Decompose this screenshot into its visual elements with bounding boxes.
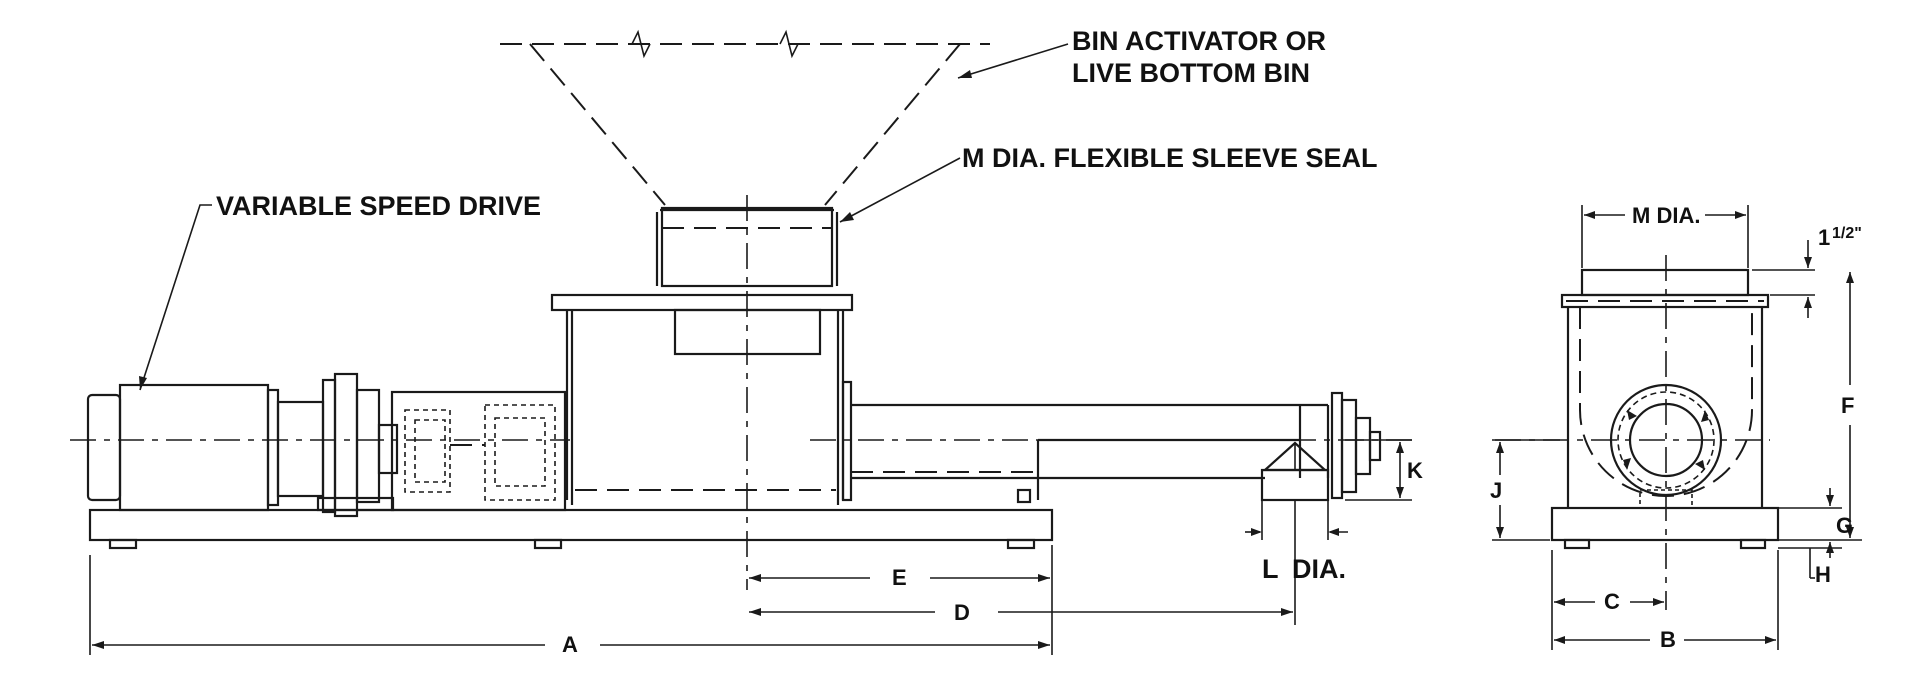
callout-drive-label: VARIABLE SPEED DRIVE xyxy=(216,191,541,221)
end-body xyxy=(1566,307,1764,509)
dim-a-label: A xyxy=(562,632,578,657)
dim-b-label: B xyxy=(1660,627,1676,652)
dim-j-label: J xyxy=(1490,478,1502,503)
callout-seal: M DIA. FLEXIBLE SLEEVE SEAL xyxy=(839,143,1378,223)
side-view: BIN ACTIVATOR OR LIVE BOTTOM BIN M DIA. … xyxy=(70,26,1423,657)
dim-one-half-whole: 1 xyxy=(1818,225,1830,250)
dim-f-label: F xyxy=(1841,393,1854,418)
end-sleeve xyxy=(1580,268,1750,297)
dim-b: B xyxy=(1554,550,1779,652)
dim-a: A xyxy=(89,545,1053,657)
coupling-guard xyxy=(390,390,567,512)
dim-m-dia-label: M DIA. xyxy=(1632,203,1700,228)
dim-g-label: G xyxy=(1836,513,1853,538)
drive-motor xyxy=(86,372,399,518)
dim-c: C xyxy=(1551,550,1664,650)
end-flange xyxy=(1560,293,1770,309)
inlet-body xyxy=(550,293,854,505)
dim-d-label: D xyxy=(954,600,970,625)
dim-j: J xyxy=(1490,439,1560,541)
screw-trough xyxy=(841,380,1330,504)
callout-drive: VARIABLE SPEED DRIVE xyxy=(139,191,541,391)
dim-l: L DIA. xyxy=(1245,500,1348,584)
dim-k-label: K xyxy=(1407,458,1423,483)
base-frame xyxy=(88,508,1054,550)
end-base xyxy=(1550,506,1780,550)
dim-l-label: L xyxy=(1262,554,1279,584)
dim-e: E xyxy=(749,565,1050,590)
dim-h: H xyxy=(1778,547,1842,587)
end-bearing xyxy=(1330,391,1382,500)
end-view: M DIA. 1 1/2" F xyxy=(1490,203,1862,652)
dim-h-label: H xyxy=(1815,562,1831,587)
outlet-spout xyxy=(1260,441,1330,502)
dim-k: K xyxy=(1345,439,1423,501)
callout-bin-line2: LIVE BOTTOM BIN xyxy=(1072,58,1310,88)
callout-seal-label: M DIA. FLEXIBLE SLEEVE SEAL xyxy=(962,143,1378,173)
dim-l-dia-label: DIA. xyxy=(1292,554,1346,584)
dim-f: F xyxy=(1770,272,1862,541)
dim-c-label: C xyxy=(1604,589,1620,614)
dim-g: G xyxy=(1778,488,1853,558)
callout-bin-line1: BIN ACTIVATOR OR xyxy=(1072,26,1326,56)
dim-e-label: E xyxy=(892,565,907,590)
bin-hopper xyxy=(500,29,990,206)
dim-m-dia: M DIA. xyxy=(1581,203,1749,268)
dim-one-half-fraction: 1/2" xyxy=(1832,225,1862,242)
dim-one-half: 1 1/2" xyxy=(1752,225,1862,318)
dim-d: D xyxy=(749,500,1296,625)
callout-bin: BIN ACTIVATOR OR LIVE BOTTOM BIN xyxy=(957,26,1326,88)
